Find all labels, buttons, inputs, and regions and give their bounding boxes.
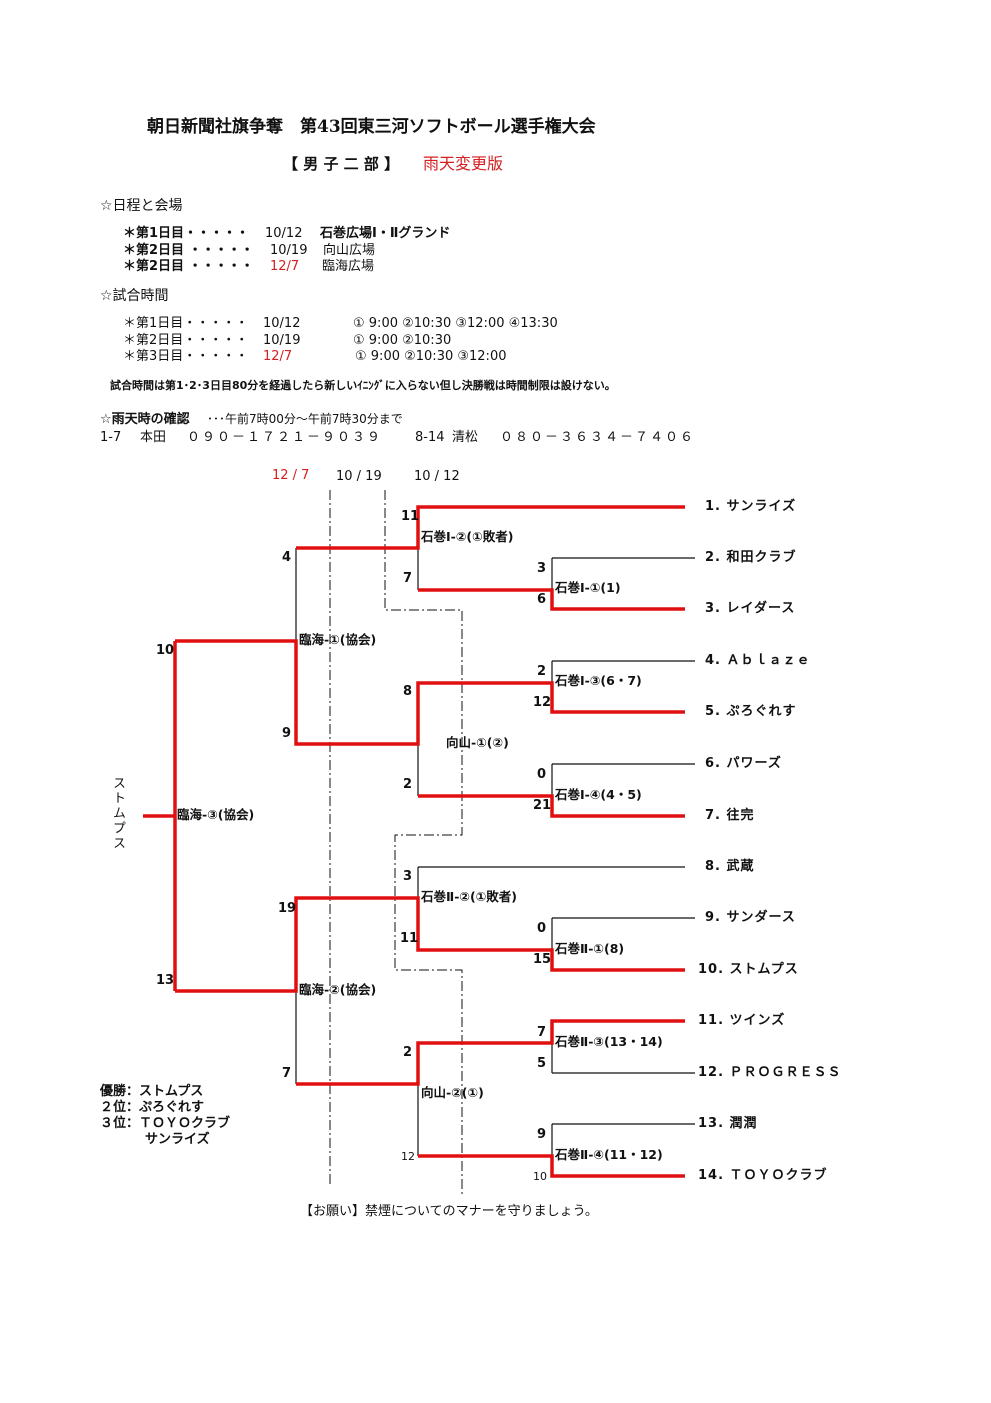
- winner-lines: [143, 505, 685, 1178]
- time-limit-note: 試合時間は第1･2･3日目80分を経過したら新しいｲﾆﾝｸﾞに入らない但し決勝戦…: [110, 379, 616, 392]
- team-6: 6. パワーズ: [705, 756, 782, 771]
- team-9: 9. サンダース: [705, 910, 796, 925]
- round-date: 10 / 19: [336, 469, 382, 484]
- team-13: 13. 潤潤: [698, 1116, 758, 1131]
- score: 11: [401, 509, 420, 524]
- schedule-heading: ☆日程と会場: [100, 198, 183, 214]
- score: 11: [400, 931, 419, 946]
- schedule-date: 10/19: [270, 243, 308, 258]
- contact-name: 本田: [140, 430, 167, 445]
- team-2: 2. 和田クラブ: [705, 550, 797, 565]
- times-day: ＊第2日目・・・・・: [123, 333, 249, 348]
- times-heading: ☆試合時間: [100, 288, 169, 304]
- score: 2: [537, 664, 547, 679]
- score: 12: [401, 1150, 415, 1163]
- contact-range: 8-14: [415, 430, 445, 445]
- team-4: 4. Ａｂｌａｚｅ: [705, 653, 811, 668]
- match-label: 向山-①(②): [446, 735, 509, 750]
- score: 7: [282, 1066, 292, 1081]
- result-second: ２位：ぷろぐれす: [100, 1100, 205, 1115]
- schedule-day: ＊第2日目 ・・・・・: [123, 259, 254, 274]
- match-label: 石巻Ⅰ-③(6・7): [555, 673, 642, 688]
- score: 6: [537, 592, 547, 607]
- score: 2: [403, 1045, 413, 1060]
- score: 21: [533, 798, 552, 813]
- contact-phone: ０８０－３６３４－７４０６: [500, 430, 696, 445]
- team-5: 5. ぷろぐれす: [705, 704, 797, 719]
- score: 9: [282, 726, 292, 741]
- division-label: 【 男 子 二 部 】: [283, 155, 400, 173]
- times-date: 12/7: [263, 349, 293, 364]
- score: 13: [156, 973, 175, 988]
- date-divider-lines: [329, 490, 463, 1195]
- footer-note: 【お願い】禁煙についてのマナーを守りましょう。: [300, 1204, 598, 1219]
- team-11: 11. ツインズ: [698, 1013, 786, 1028]
- score: 0: [537, 767, 547, 782]
- times-date: 10/12: [263, 316, 301, 331]
- times-slots: ① 9:00 ②10:30: [353, 333, 452, 348]
- score: 3: [403, 869, 413, 884]
- score: 9: [537, 1127, 547, 1142]
- final-match-label: 臨海-③(協会): [177, 807, 255, 822]
- times-day: ＊第3日目・・・・・: [123, 349, 249, 364]
- score: 10: [156, 643, 175, 658]
- score: 12: [533, 695, 552, 710]
- score: 7: [403, 571, 413, 586]
- times-day: ＊第1日目・・・・・: [123, 316, 249, 331]
- contact-phone: ０９０－１７２１－９０３９: [187, 430, 383, 445]
- match-label: 石巻Ⅰ-①(1): [555, 580, 621, 595]
- rain-version-label: 雨天変更版: [423, 154, 504, 173]
- schedule-venue: 臨海広場: [322, 259, 375, 274]
- rain-hours: ･･･午前7時00分～午前7時30分まで: [207, 412, 403, 426]
- match-label: 石巻Ⅰ-④(4・5): [555, 787, 642, 802]
- contact-name: 清松: [452, 430, 479, 445]
- round-date: 12 / 7: [272, 468, 310, 483]
- team-14: 14. ＴＯＹＯクラブ: [698, 1168, 828, 1183]
- rain-heading: ☆雨天時の確認: [100, 412, 190, 427]
- score: 0: [537, 921, 547, 936]
- match-label: 石巻Ⅱ-③(13・14): [555, 1034, 663, 1049]
- score: 15: [533, 952, 552, 967]
- score: 5: [537, 1056, 547, 1071]
- times-slots: ① 9:00 ②10:30 ③12:00 ④13:30: [353, 316, 558, 331]
- score: 10: [533, 1170, 547, 1183]
- schedule-venue: 石巻広場Ⅰ・Ⅱグランド: [320, 226, 451, 241]
- team-3: 3. レイダース: [705, 601, 796, 616]
- match-label: 石巻Ⅱ-①(8): [555, 941, 625, 956]
- match-label: 石巻Ⅱ-②(①敗者): [421, 889, 518, 904]
- result-first: 優勝：ストムプス: [100, 1084, 204, 1099]
- team-7: 7. 往完: [705, 808, 755, 823]
- match-label: 臨海-②(協会): [299, 982, 377, 997]
- contact-range: 1-7: [100, 430, 122, 445]
- team-8: 8. 武蔵: [705, 859, 755, 874]
- score: 2: [403, 777, 413, 792]
- champion-name-vertical: ストムプス: [110, 776, 125, 851]
- match-label: 向山-②(①): [421, 1085, 484, 1100]
- team-1: 1. サンライズ: [705, 499, 797, 514]
- schedule-venue: 向山広場: [323, 243, 376, 258]
- schedule-date: 10/12: [265, 226, 303, 241]
- team-10: 10. ストムプス: [698, 962, 799, 977]
- schedule-day: ＊第1日目・・・・・: [123, 226, 250, 241]
- schedule-date: 12/7: [270, 259, 300, 274]
- score: 3: [537, 561, 547, 576]
- page-title: 朝日新聞社旗争奪 第43回東三河ソフトボール選手権大会: [147, 117, 596, 137]
- score: 19: [278, 901, 297, 916]
- result-third: ３位：ＴＯＹＯクラブ: [100, 1116, 231, 1131]
- score: 8: [403, 684, 413, 699]
- score: 4: [282, 550, 292, 565]
- times-date: 10/19: [263, 333, 301, 348]
- team-12: 12. ＰＲＯＧＲＥＳＳ: [698, 1065, 842, 1080]
- match-label: 石巻Ⅱ-④(11・12): [555, 1147, 663, 1162]
- match-label: 臨海-①(協会): [299, 632, 377, 647]
- score: 7: [537, 1025, 547, 1040]
- match-label: 石巻Ⅰ-②(①敗者): [421, 529, 514, 544]
- result-third-2: サンライズ: [145, 1132, 210, 1147]
- round-date: 10 / 12: [414, 469, 460, 484]
- times-slots: ① 9:00 ②10:30 ③12:00: [355, 349, 507, 364]
- schedule-day: ＊第2日目 ・・・・・: [123, 243, 254, 258]
